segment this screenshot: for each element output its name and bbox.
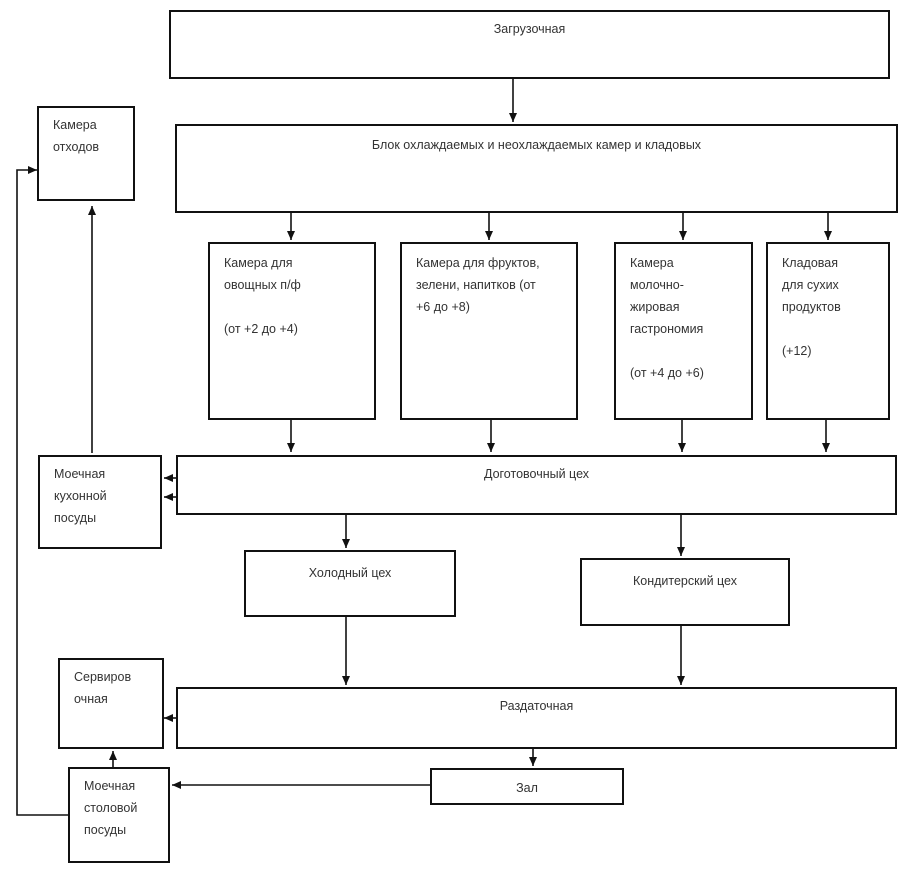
node-zal-label: Зал: [516, 781, 538, 795]
node-razdatochnaya: Раздаточная: [176, 687, 897, 749]
node-kamera-molochno: Камера молочно- жировая гастрономия (от …: [614, 242, 753, 420]
node-dogotovochny-ceh: Доготовочный цех: [176, 455, 897, 515]
node-moechnaya-kuhonnoy-label: Моечная кухонной посуды: [54, 467, 107, 525]
node-moechnaya-stolovoy-label: Моечная столовой посуды: [84, 779, 138, 837]
node-servirovochnaya-label: Сервиров очная: [74, 670, 132, 706]
node-dogotovochny-ceh-label: Доготовочный цех: [483, 467, 590, 481]
node-kamera-othodov: Камера отходов: [37, 106, 135, 201]
node-kladovaya: Кладовая для сухих продуктов (+12): [766, 242, 890, 420]
node-kamera-fruktov-label: Камера для фруктов, зелени, напитков (от…: [416, 256, 540, 314]
node-kladovaya-label: Кладовая для сухих продуктов (+12): [782, 256, 841, 358]
node-kamera-othodov-label: Камера отходов: [53, 118, 100, 154]
node-holodny-ceh-label: Холодный цех: [308, 566, 392, 580]
node-konditersky-ceh: Кондитерский цех: [580, 558, 790, 626]
arrow-moechnaya-stol-to-othodov: [16, 166, 68, 816]
node-moechnaya-kuhonnoy: Моечная кухонной посуды: [38, 455, 162, 549]
node-zagruzochnaya-label: Загрузочная: [493, 22, 566, 36]
node-kamera-fruktov: Камера для фруктов, зелени, напитков (от…: [400, 242, 578, 420]
node-kamera-ovoshnyh: Камера для овощных п/ф (от +2 до +4): [208, 242, 376, 420]
node-zal: Зал: [430, 768, 624, 805]
node-moechnaya-stolovoy: Моечная столовой посуды: [68, 767, 170, 863]
node-servirovochnaya: Сервиров очная: [58, 658, 164, 749]
node-konditersky-ceh-label: Кондитерский цех: [632, 574, 737, 588]
node-kamera-ovoshnyh-label: Камера для овощных п/ф (от +2 до +4): [224, 256, 301, 336]
node-razdatochnaya-label: Раздаточная: [499, 699, 574, 713]
node-blok-kamer: Блок охлаждаемых и неохлаждаемых камер и…: [175, 124, 898, 213]
node-blok-kamer-label: Блок охлаждаемых и неохлаждаемых камер и…: [371, 138, 702, 152]
node-kamera-molochno-label: Камера молочно- жировая гастрономия (от …: [630, 256, 704, 380]
node-holodny-ceh: Холодный цех: [244, 550, 456, 617]
node-zagruzochnaya: Загрузочная: [169, 10, 890, 79]
